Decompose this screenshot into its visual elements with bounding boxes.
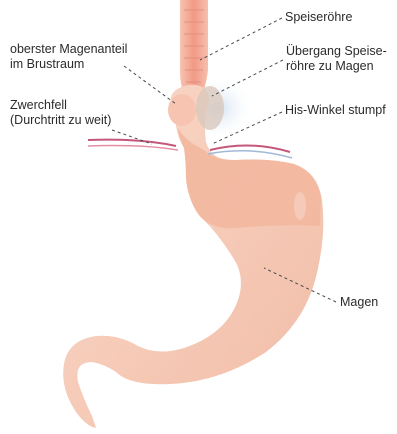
label-upper-stomach-line2: im Brustraum: [10, 57, 84, 72]
hernia-bulge: [168, 94, 196, 126]
leader-upper-stomach: [124, 66, 176, 104]
label-his-angle: His-Winkel stumpf: [285, 103, 386, 118]
label-esophagus: Speiseröhre: [285, 10, 352, 25]
label-diaphragm-line2: (Durchtritt zu weit): [10, 113, 111, 128]
label-junction-line2: röhre zu Magen: [286, 59, 374, 74]
label-junction-line1: Übergang Speise-: [286, 44, 387, 59]
stomach-body: [63, 85, 323, 428]
label-diaphragm-line1: Zwerchfell: [10, 98, 67, 113]
leader-diaphragm: [112, 130, 152, 144]
label-upper-stomach-line1: oberster Magenanteil: [10, 42, 127, 57]
esophagus: [180, 0, 208, 98]
leader-esophagus: [200, 18, 282, 60]
gastroesophageal-junction: [196, 86, 224, 130]
stomach-highlight-2: [294, 192, 306, 220]
label-stomach: Magen: [340, 295, 378, 310]
